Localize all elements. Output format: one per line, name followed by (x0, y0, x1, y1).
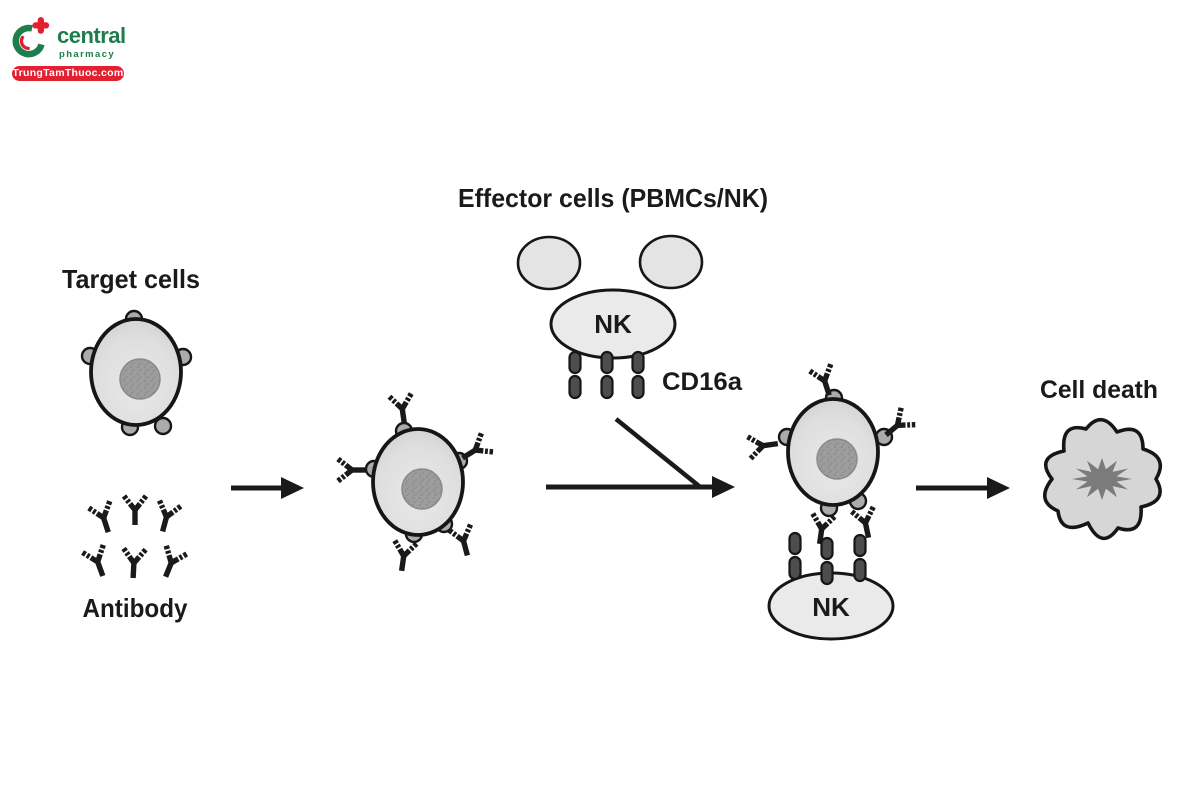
cell-body (371, 427, 465, 537)
antibody-icon (391, 541, 417, 573)
effector-cells-label: Effector cells (PBMCs/NK) (458, 183, 768, 213)
arrow-1 (231, 477, 304, 499)
target-cell (80, 309, 193, 437)
central-pharmacy-logo: central pharmacy TrungTamThuoc.com (12, 16, 144, 81)
cd16a-receptor-icon (820, 536, 834, 586)
pbmc-cell (638, 234, 704, 290)
antibody-icon (124, 496, 146, 525)
logo-green-arc (12, 24, 45, 58)
antibody-icon (122, 548, 145, 578)
cell-body (89, 317, 183, 427)
burst-icon (1072, 458, 1132, 500)
antibody-group: Antibody (83, 496, 188, 623)
opsonized-cell-group (338, 394, 493, 573)
cell-death-label: Cell death (1040, 376, 1158, 404)
logo-row: central pharmacy (12, 16, 144, 62)
logo-domain-badge: TrungTamThuoc.com (12, 66, 124, 81)
target-cells-label: Target cells (62, 264, 200, 294)
nk-cell-label: NK (812, 592, 850, 622)
logo-tagline: pharmacy (59, 49, 116, 60)
cd16a-receptor-icon (600, 350, 614, 400)
antibody-icon (338, 459, 367, 481)
nk-join-line (614, 417, 701, 488)
arrow-2 (546, 417, 735, 498)
pbmc-cell (516, 235, 582, 291)
immune-synapse-group: NK (748, 364, 916, 641)
antibody-icon (389, 394, 415, 426)
antibody-icon (83, 545, 114, 580)
cd16a-receptor-icon (631, 350, 645, 400)
antibody-label: Antibody (83, 593, 188, 623)
antibody-icon (748, 433, 780, 459)
arrow-3 (916, 477, 1010, 499)
nk-cell-label: NK (594, 309, 632, 339)
cd16a-label: CD16a (662, 368, 743, 396)
cd16a-receptor-icon (568, 350, 582, 400)
antibody-icon (155, 546, 186, 581)
antibody-icon (89, 501, 119, 535)
pharmacy-c-icon (12, 17, 50, 58)
antibody-icon (449, 525, 478, 559)
target-cells-group: Target cells (62, 264, 200, 437)
logo-text: central pharmacy (57, 16, 126, 61)
cell-death-group: Cell death (1040, 376, 1163, 541)
cd16a-receptor-icon (788, 531, 802, 581)
logo-brand-name: central (57, 23, 126, 48)
effector-cells-group: Effector cells (PBMCs/NK) NK CD16a (458, 183, 768, 400)
cd16a-receptor-icon (853, 533, 867, 583)
logo-red-arc (19, 35, 30, 51)
cell-body (786, 397, 880, 507)
antibody-icon (152, 501, 181, 535)
antibody-icon (852, 507, 880, 540)
plus-icon (32, 17, 50, 34)
